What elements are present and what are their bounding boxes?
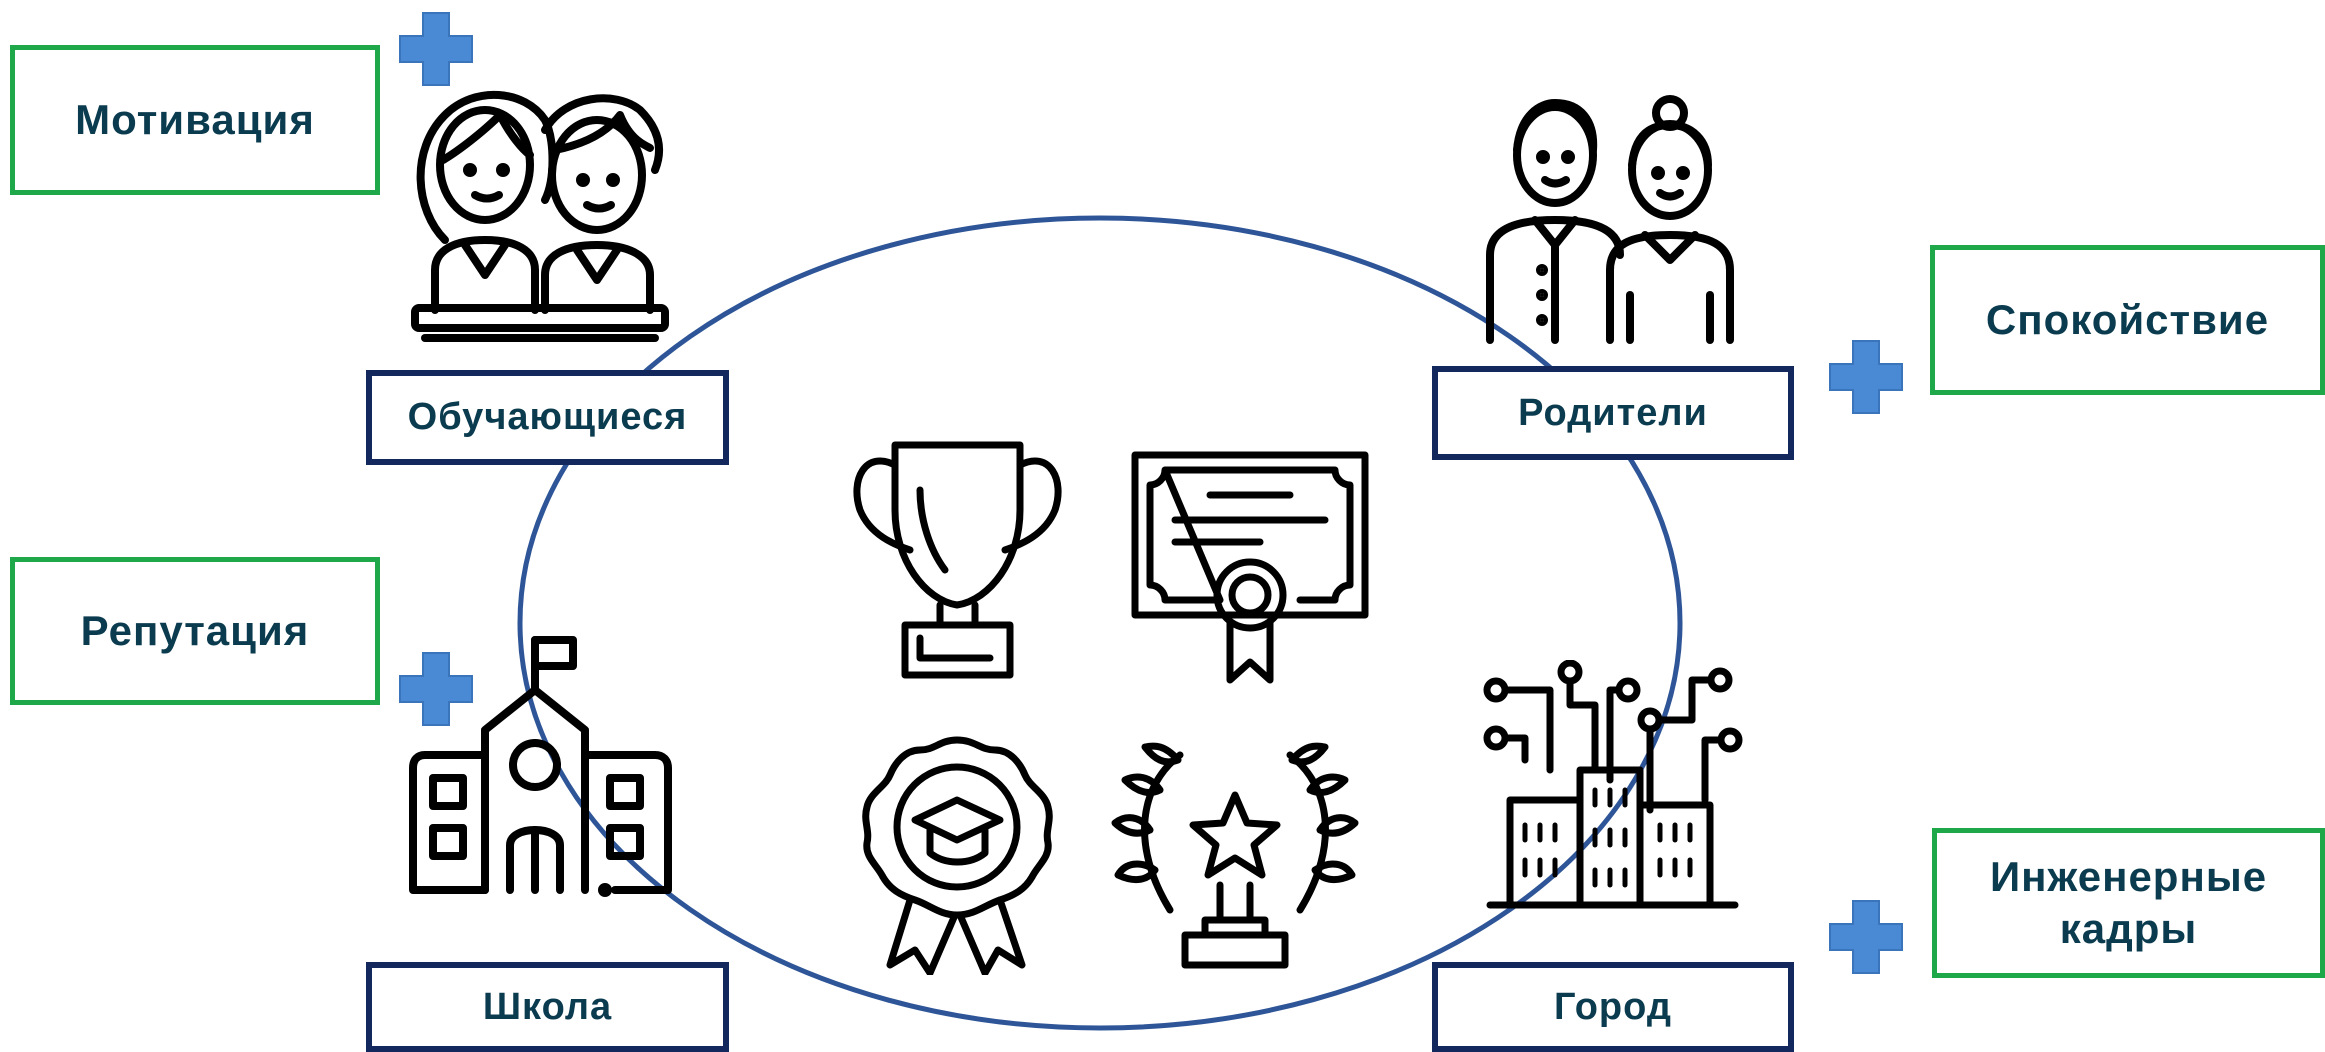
outcome-reputation: Репутация — [10, 557, 380, 705]
students-icon — [411, 91, 669, 342]
graduation-badge-icon — [862, 736, 1053, 975]
trophy-icon — [853, 441, 1062, 679]
outcome-reputation-label: Репутация — [80, 607, 310, 654]
school-icon — [409, 636, 672, 897]
stakeholder-parents-label: Родители — [1518, 391, 1708, 434]
stakeholder-students: Обучающиеся — [366, 370, 729, 465]
outcome-engineers: Инженерные кадры — [1932, 828, 2325, 978]
stakeholder-parents: Родители — [1432, 366, 1794, 460]
stakeholder-city-label: Город — [1554, 985, 1672, 1028]
plus-icon — [399, 12, 473, 86]
outcome-engineers-label-line1: Инженерные — [1989, 853, 2268, 900]
parents-icon — [1486, 95, 1734, 344]
stakeholder-school: Школа — [366, 962, 729, 1052]
outcome-engineers-label-line2: кадры — [2059, 905, 2198, 952]
outcome-motivation: Мотивация — [10, 45, 380, 195]
certificate-icon — [1131, 451, 1369, 684]
outcome-calm-label: Спокойствие — [1985, 296, 2270, 343]
outcome-calm: Спокойствие — [1930, 245, 2325, 395]
stakeholder-school-label: Школа — [482, 985, 613, 1028]
plus-icon — [1829, 340, 1903, 414]
city-icon — [1483, 660, 1743, 909]
outcome-motivation-label: Мотивация — [75, 96, 315, 143]
plus-icon — [1829, 900, 1903, 974]
stakeholder-students-label: Обучающиеся — [407, 396, 688, 438]
laurel-star-award-icon — [1111, 742, 1359, 969]
stakeholder-city: Город — [1432, 962, 1794, 1052]
plus-icon — [399, 652, 473, 726]
